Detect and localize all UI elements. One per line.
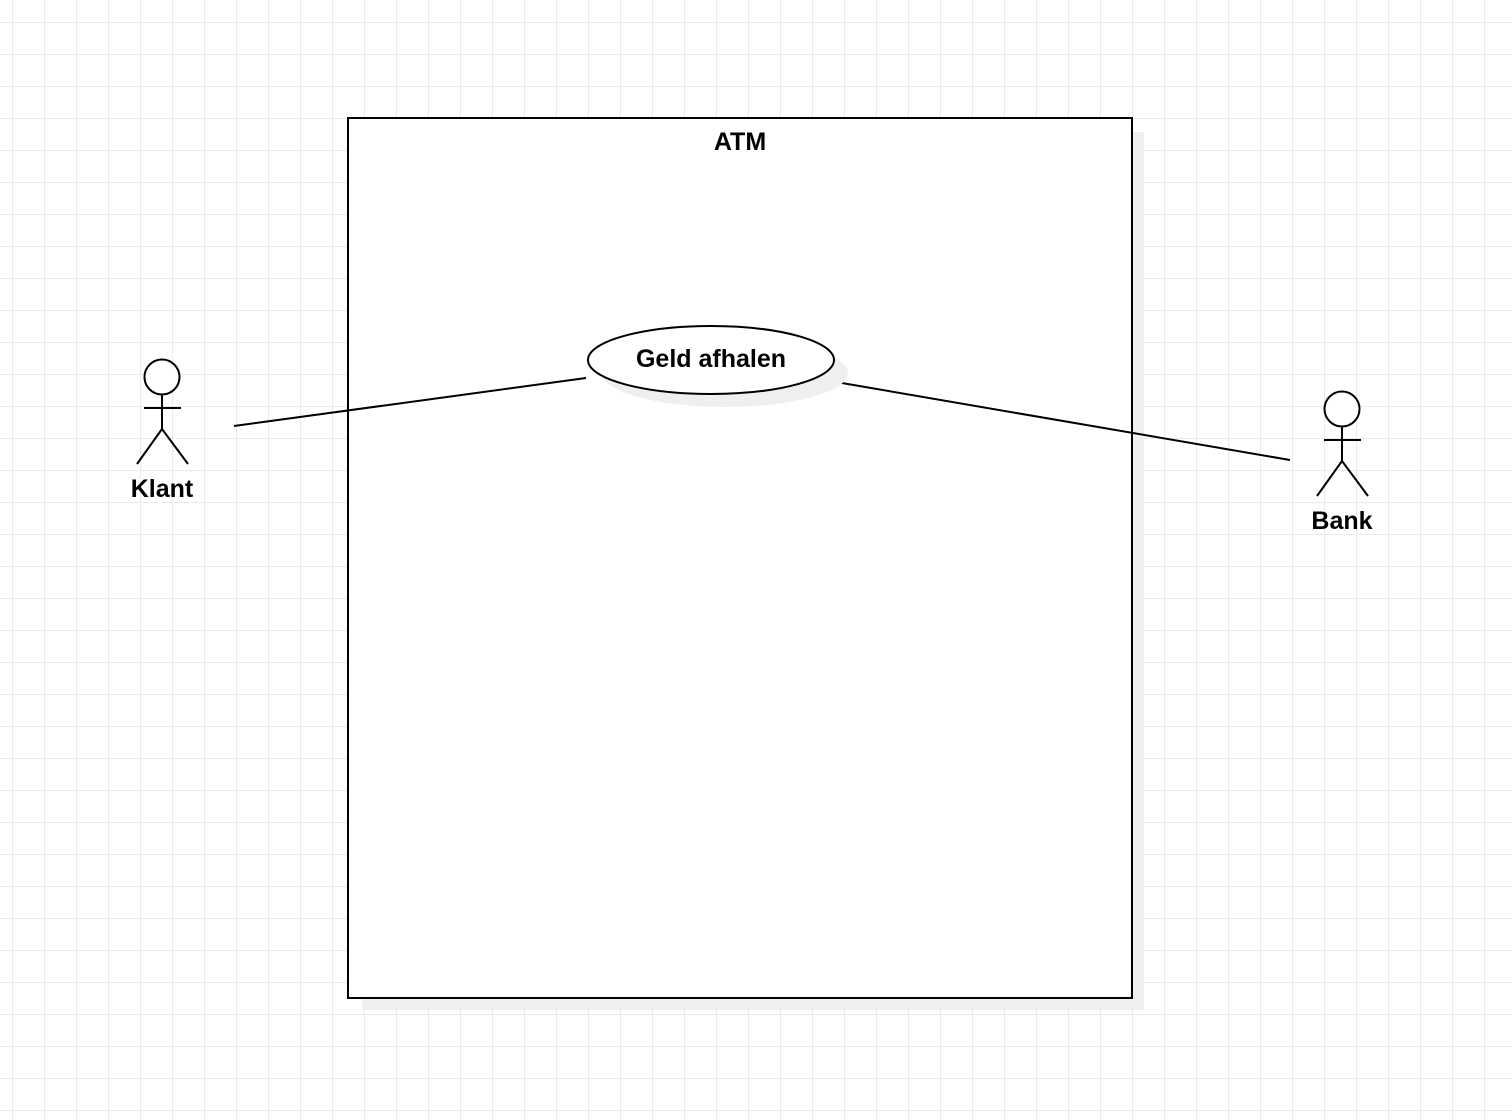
actor-bank-label: Bank [1311,507,1373,535]
actor-klant-figure[interactable] [136,358,189,465]
actor-bank-head [1323,390,1361,428]
actor-klant-head [143,358,181,396]
association-klant-usecase[interactable] [233,377,587,427]
actor-bank-left-leg [1316,460,1343,497]
association-usecase-bank[interactable] [835,381,1291,461]
use-case-label: Geld afhalen [635,345,787,373]
system-boundary[interactable]: ATM [347,117,1133,999]
actor-klant-right-leg [161,428,189,465]
actor-bank-figure[interactable] [1316,390,1369,497]
use-case-ellipse[interactable] [587,325,835,395]
actor-bank-right-leg [1341,460,1369,497]
actor-klant-left-leg [136,428,163,465]
system-title: ATM [713,128,767,156]
actor-klant-label: Klant [130,475,194,503]
